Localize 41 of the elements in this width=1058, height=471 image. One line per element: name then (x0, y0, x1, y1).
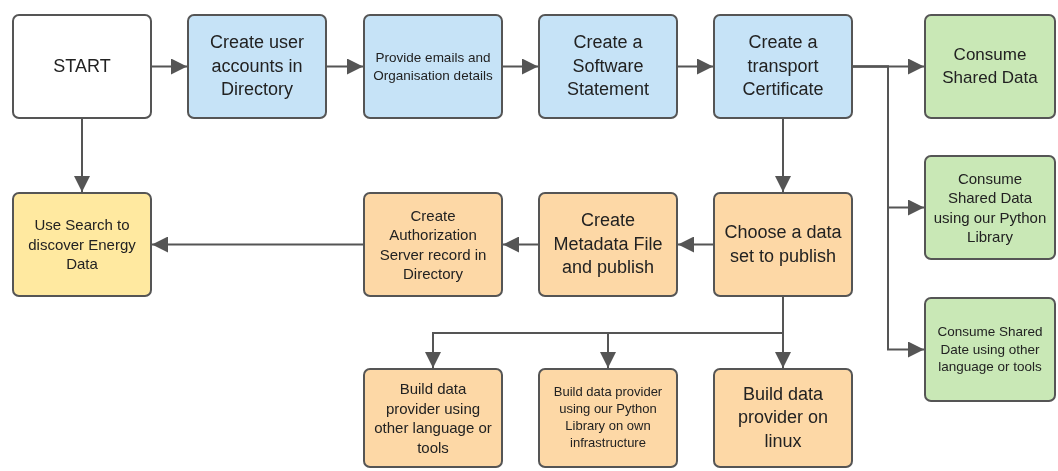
arrow (852, 65, 925, 358)
box-label: Use Search to discover Energy Data (27, 215, 137, 274)
arrow (326, 58, 364, 75)
arrow (502, 58, 539, 75)
process-box (924, 14, 1056, 119)
process-box (713, 14, 853, 119)
box-label: Create user accounts in Directory (208, 31, 305, 102)
process-box (187, 14, 327, 119)
process-box (363, 192, 503, 297)
process-box (538, 368, 678, 468)
arrow (151, 58, 188, 75)
process-box (12, 192, 152, 297)
arrow (775, 296, 791, 369)
box-label: Create a Software Statement (565, 31, 650, 102)
arrow (775, 118, 791, 193)
box-label: START (53, 54, 111, 78)
box-label: Consume Shared Data (941, 44, 1039, 89)
process-box (713, 368, 853, 468)
process-box (538, 14, 678, 119)
arrow (677, 58, 714, 75)
process-box (713, 192, 853, 297)
process-box (924, 297, 1056, 402)
process-box (538, 192, 678, 297)
process-box (363, 14, 503, 119)
box-label: Create Authorization Server record in Directory (378, 205, 488, 284)
box-label: Build data provider using our Python Library on own infrastructure (552, 384, 664, 452)
box-label: Consume Shared Data using our Python Library (932, 168, 1048, 247)
arrow (677, 236, 714, 253)
box-label: Choose a data set to publish (723, 221, 843, 268)
arrow (502, 236, 539, 253)
box-label: Create a transport Certificate (741, 31, 825, 102)
process-box (363, 368, 503, 468)
box-label: Build data provider on linux (736, 382, 830, 453)
box-label: Create Metadata File and publish (552, 209, 664, 280)
process-box (12, 14, 152, 119)
arrow (74, 118, 90, 193)
box-label: Consume Shared Date using other language or tools (936, 323, 1044, 376)
box-label: Build data provider using other language or tools (373, 379, 493, 457)
box-label: Provide emails and Organisation details (372, 48, 494, 85)
process-box (924, 155, 1056, 260)
arrow (151, 236, 364, 253)
